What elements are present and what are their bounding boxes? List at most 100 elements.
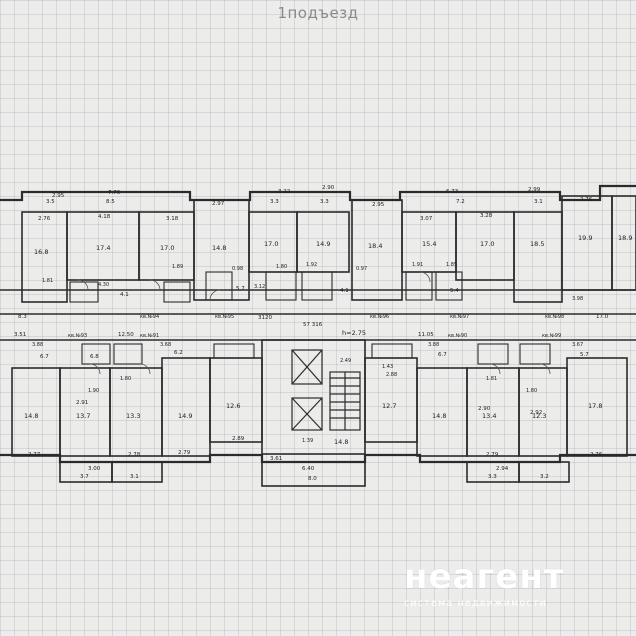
- dimension-label: 2.79: [486, 452, 499, 458]
- dimension-label: 2.95: [52, 193, 65, 199]
- dimension-label: 2.78: [128, 452, 141, 458]
- dimension-label: 2.92: [530, 410, 542, 416]
- balcony-area: 3.1: [130, 474, 139, 480]
- dimension-label: 3.98: [572, 296, 583, 302]
- dimension-label: 1.81: [42, 278, 53, 284]
- room-area: 17.4: [96, 244, 110, 252]
- kitchen-area: 5.7: [580, 352, 589, 358]
- dimension-label: 1.92: [306, 262, 317, 268]
- dimension-label: 7.70: [108, 190, 121, 196]
- dimension-label: 1.91: [412, 262, 423, 268]
- dimension-label: 3.12: [254, 284, 265, 290]
- watermark-logo: неагент система недвижимости: [404, 560, 604, 609]
- kitchen-area: 5.4: [450, 288, 459, 294]
- dimension-label: 2.76: [580, 197, 593, 203]
- dimension-label: 2.88: [386, 372, 397, 378]
- balcony-area: 3.3: [270, 199, 279, 205]
- kitchen-area: 6.7: [438, 352, 447, 358]
- flat-number: кв.№98: [545, 314, 564, 320]
- dimension-label: 1.89: [172, 264, 183, 270]
- balcony-area: 3.7: [80, 474, 89, 480]
- entrance-title: 1подъезд: [277, 4, 359, 22]
- door-swings: [77, 271, 551, 375]
- top-dimension-labels: 2.95 7.70 2.97 3.22 2.90 2.95 6.73 2.99 …: [38, 185, 593, 222]
- balcony-area: 8.5: [106, 199, 115, 205]
- dimension-label: 1.39: [302, 438, 313, 444]
- dimension-label: 2.90: [478, 406, 491, 412]
- bottom-dimension-labels: 2.77 2.91 2.79 3.00 2.78 2.89 3.61 6.40 …: [28, 400, 603, 472]
- dimension-label: 0.97: [356, 266, 367, 272]
- dimension-label: 1.90: [88, 388, 99, 394]
- dimension-label: 3.22: [278, 189, 290, 195]
- kitchen-area: 4.1: [120, 292, 129, 298]
- balcony-area: 3.5: [46, 199, 55, 205]
- room-area: 14.8: [212, 244, 226, 252]
- dimension-label: 3.28: [480, 213, 493, 219]
- room-area: 19.9: [578, 234, 592, 242]
- bathrooms: [69, 271, 551, 365]
- dimension-label: 2.89: [232, 436, 245, 442]
- flat-number: кв.№90: [448, 333, 467, 339]
- corridor-dimension: 11.05: [418, 332, 434, 338]
- corridor-dimension: 17.0: [596, 314, 609, 320]
- room-area: 15.4: [422, 240, 436, 248]
- room-area: 12.6: [226, 402, 240, 410]
- lower-room-areas: 14.8 13.7 13.3 14.9 12.6 12.7 14.8 13.4 …: [24, 402, 602, 446]
- corridor-area: 57 316: [303, 322, 323, 328]
- dimension-label: 3.88: [32, 342, 43, 348]
- misc-labels: 3.88 3.68 3.88 3.67 2.88 3.98: [32, 296, 583, 378]
- dimension-label: 2.49: [340, 358, 351, 364]
- dimension-label: 2.97: [212, 201, 225, 207]
- room-area: 17.0: [264, 240, 278, 248]
- dimension-label: 6.73: [446, 189, 459, 195]
- upper-walls: [0, 195, 636, 315]
- dimension-label: 2.77: [28, 452, 41, 458]
- dimension-label: 1.80: [526, 388, 537, 394]
- dimension-label: 4.18: [98, 214, 111, 220]
- small-dimension-labels: 1.81 1.90 1.80 1.89 1.92 1.80 1.91 1.85 …: [42, 262, 537, 444]
- corridor-length: 3120: [258, 315, 272, 321]
- balcony-area: 8.3: [18, 314, 27, 320]
- dimension-label: 2.79: [178, 450, 191, 456]
- room-area: 18.5: [530, 240, 544, 248]
- room-area: 12.3: [532, 412, 546, 420]
- kitchen-area: 6.2: [174, 350, 183, 356]
- flat-numbers: кв.№94 кв.№95 кв.№96 кв.№97 кв.№98 кв.№9…: [68, 314, 564, 339]
- dimension-label: 2.99: [528, 187, 541, 193]
- dimension-label: 3.61: [270, 456, 282, 462]
- dimension-label: 3.88: [428, 342, 439, 348]
- balcony-area: 8.0: [308, 476, 317, 482]
- lower-walls: [0, 339, 636, 487]
- stair-core: [291, 349, 361, 431]
- dimension-label: 2.94: [496, 466, 509, 472]
- corridor-dimension: 12.50: [118, 332, 134, 338]
- logo-tagline: система недвижимости: [404, 598, 548, 609]
- flat-number: кв.№96: [370, 314, 389, 320]
- room-area: 17.0: [480, 240, 494, 248]
- flat-number: кв.№91: [140, 333, 159, 339]
- dimension-label: 1.81: [486, 376, 497, 382]
- ceiling-height: h=2.75: [342, 329, 366, 337]
- kitchen-area: 6.8: [90, 354, 99, 360]
- flat-number: кв.№95: [215, 314, 234, 320]
- dimension-label: 1.80: [276, 264, 287, 270]
- room-area: 18.4: [368, 242, 382, 250]
- kitchen-area: 4.1: [340, 288, 349, 294]
- balcony-areas: 3.5 8.5 3.3 3.3 7.2 3.1 8.3 3.7 3.1 8.0 …: [18, 199, 549, 482]
- dimension-label: 0.98: [232, 266, 243, 272]
- dimension-label: 3.07: [420, 216, 433, 222]
- dimension-label: 2.91: [76, 400, 88, 406]
- balcony-area: 7.2: [456, 199, 465, 205]
- room-area: 12.7: [382, 402, 396, 410]
- kitchen-areas: 6.7 6.8 6.2 4.1 5.7 4.1 6.7 5.4 5.7: [40, 286, 589, 360]
- dimension-label: 2.90: [322, 185, 335, 191]
- dimension-label: 3.00: [88, 466, 101, 472]
- corridor-labels: 3120 57 316 h=2.75 12.50 11.05 3.51 17.0: [14, 314, 609, 338]
- room-area: 13.4: [482, 412, 496, 420]
- upper-room-areas: 16.8 17.4 17.0 14.8 17.0 14.9 18.4 15.4 …: [34, 234, 632, 256]
- balcony-area: 3.2: [540, 474, 549, 480]
- room-area: 14.9: [178, 412, 192, 420]
- dimension-label: 3.68: [160, 342, 171, 348]
